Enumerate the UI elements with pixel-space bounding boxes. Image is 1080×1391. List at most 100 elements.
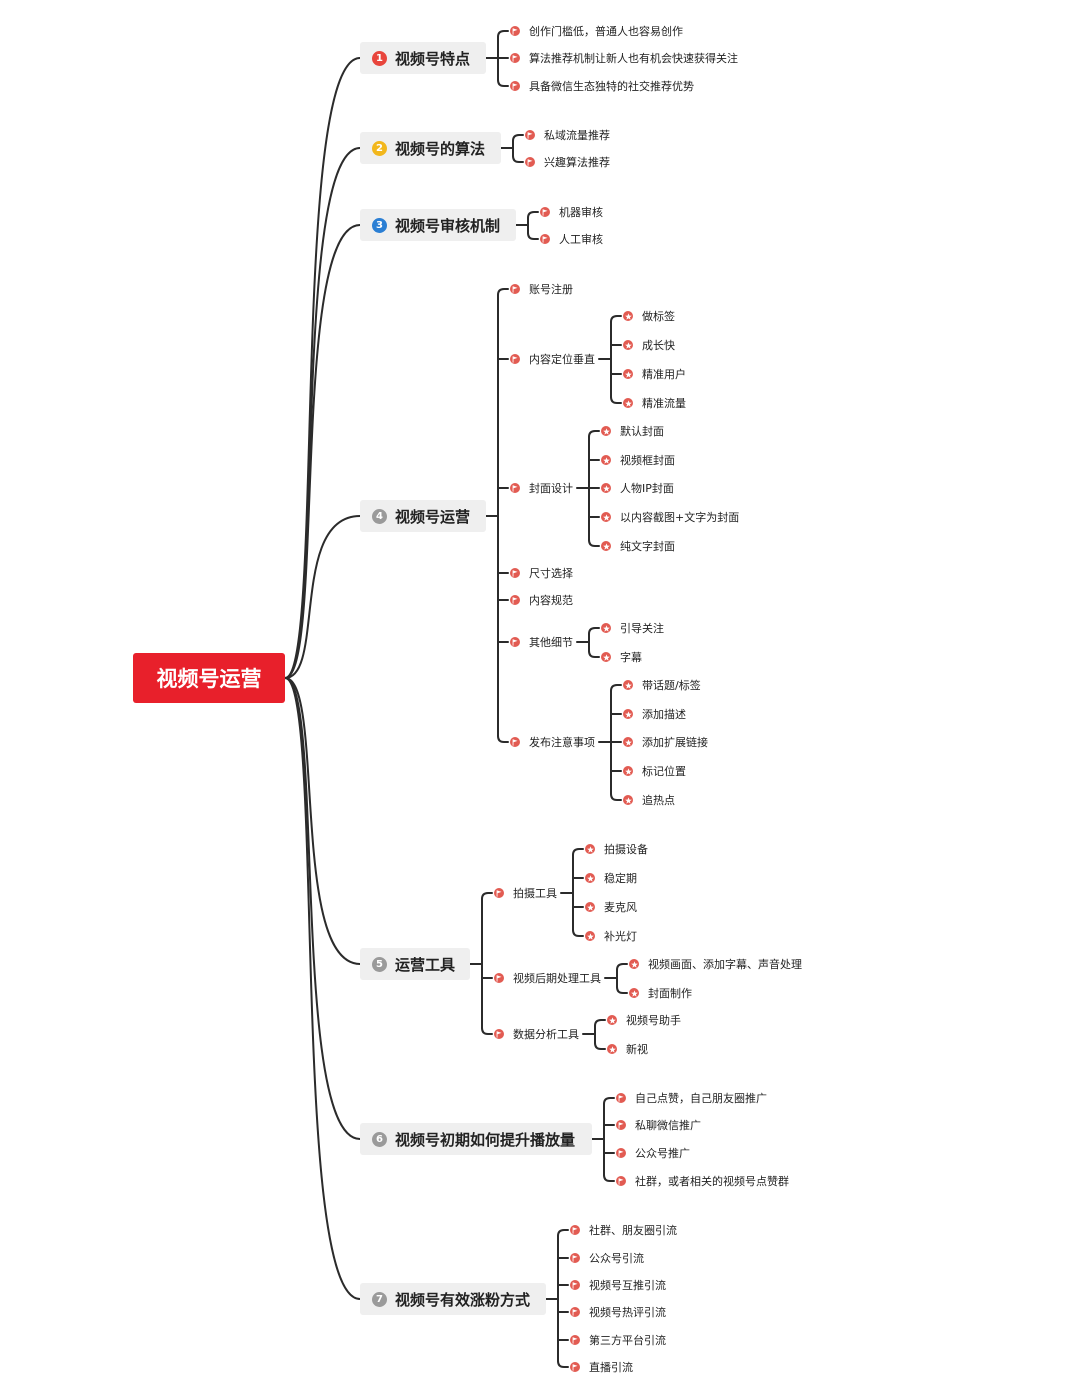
flag-icon (510, 595, 520, 605)
child-node: 社群，或者相关的视频号点赞群 (616, 1172, 789, 1190)
child-node: 私域流量推荐 (525, 126, 610, 144)
star-icon (601, 426, 611, 436)
node-label: 兴趣算法推荐 (544, 156, 610, 169)
flag-icon (616, 1148, 626, 1158)
sub-3-1-link-0 (610, 315, 622, 323)
grandchild-node: 追热点 (623, 791, 675, 809)
branch-curve-7 (284, 677, 361, 1300)
grandchild-node: 新视 (607, 1040, 648, 1058)
sub-3-2-link-4 (588, 539, 600, 547)
child-node: 算法推荐机制让新人也有机会快速获得关注 (510, 49, 738, 67)
number-badge: 5 (372, 956, 387, 972)
branch-1-link-2 (497, 79, 509, 87)
node-label: 视频框封面 (620, 454, 675, 467)
star-icon (601, 483, 611, 493)
node-label: 做标签 (642, 310, 675, 323)
sub-4-0-link-0 (572, 848, 584, 856)
node-label: 私聊微信推广 (635, 1119, 701, 1132)
branch-curve-5 (284, 677, 361, 965)
grandchild-node: 纯文字封面 (601, 537, 675, 555)
node-label: 机器审核 (559, 206, 603, 219)
child-node: 内容定位垂直 (510, 350, 595, 368)
node-label: 内容定位垂直 (529, 353, 595, 366)
grandchild-node: 麦克风 (585, 898, 637, 916)
branch-label: 视频号审核机制 (395, 216, 501, 235)
sub-4-1-link-0 (616, 963, 628, 971)
star-icon (601, 652, 611, 662)
star-icon (585, 844, 595, 854)
star-icon (623, 795, 633, 805)
child-node: 拍摄工具 (494, 884, 557, 902)
star-icon (623, 311, 633, 321)
flag-icon (540, 207, 550, 217)
child-node: 社群、朋友圈引流 (570, 1221, 677, 1239)
node-label: 默认封面 (620, 425, 664, 438)
child-node: 私聊微信推广 (616, 1116, 701, 1134)
sub-4-0-link-3 (572, 929, 584, 937)
node-label: 发布注意事项 (529, 736, 595, 749)
star-icon (607, 1044, 617, 1054)
flag-icon (616, 1120, 626, 1130)
node-label: 视频画面、添加字幕、声音处理 (648, 958, 802, 971)
star-icon (601, 623, 611, 633)
node-label: 精准用户 (642, 368, 686, 381)
flag-icon (510, 354, 520, 364)
node-label: 公众号引流 (589, 1252, 644, 1265)
grandchild-node: 默认封面 (601, 422, 664, 440)
child-node: 视频号互推引流 (570, 1276, 666, 1294)
node-label: 引导关注 (620, 622, 664, 635)
flag-icon (540, 234, 550, 244)
node-label: 追热点 (642, 794, 675, 807)
grandchild-node: 成长快 (623, 336, 675, 354)
node-label: 添加描述 (642, 708, 686, 721)
flag-icon (570, 1307, 580, 1317)
flag-icon (510, 284, 520, 294)
sub-3-5-link-1 (588, 650, 600, 658)
flag-icon (510, 737, 520, 747)
star-icon (623, 398, 633, 408)
node-label: 纯文字封面 (620, 540, 675, 553)
grandchild-node: 精准用户 (623, 365, 686, 383)
grandchild-node: 视频框封面 (601, 451, 675, 469)
branch-5-link-2 (481, 1027, 493, 1035)
star-icon (623, 766, 633, 776)
node-label: 精准流量 (642, 397, 686, 410)
flag-icon (494, 1029, 504, 1039)
branch-5-link-0 (481, 892, 493, 900)
flag-icon (570, 1362, 580, 1372)
branch-curve-6 (284, 677, 361, 1140)
node-label: 以内容截图+文字为封面 (620, 511, 740, 524)
node-label: 创作门槛低，普通人也容易创作 (529, 25, 683, 38)
child-node: 数据分析工具 (494, 1025, 579, 1043)
star-icon (629, 959, 639, 969)
star-icon (601, 541, 611, 551)
branch-node-5: 5 运营工具 (360, 948, 470, 980)
star-icon (629, 988, 639, 998)
node-label: 私域流量推荐 (544, 129, 610, 142)
grandchild-node: 视频画面、添加字幕、声音处理 (629, 955, 802, 973)
node-label: 社群、朋友圈引流 (589, 1224, 677, 1237)
branch-7-link-5 (557, 1360, 569, 1368)
node-label: 拍摄工具 (513, 887, 557, 900)
flag-icon (510, 568, 520, 578)
node-label: 封面设计 (529, 482, 573, 495)
grandchild-node: 补光灯 (585, 927, 637, 945)
node-label: 补光灯 (604, 930, 637, 943)
star-icon (585, 873, 595, 883)
branch-6-link-0 (603, 1097, 615, 1105)
node-label: 添加扩展链接 (642, 736, 708, 749)
branch-2-link-1 (512, 155, 524, 163)
number-badge: 2 (372, 140, 387, 156)
branch-curve-1 (284, 57, 361, 679)
grandchild-node: 稳定期 (585, 869, 637, 887)
branch-label: 运营工具 (395, 955, 456, 974)
child-node: 人工审核 (540, 230, 603, 248)
flag-icon (510, 483, 520, 493)
flag-icon (510, 53, 520, 63)
grandchild-node: 做标签 (623, 307, 675, 325)
node-label: 数据分析工具 (513, 1028, 579, 1041)
